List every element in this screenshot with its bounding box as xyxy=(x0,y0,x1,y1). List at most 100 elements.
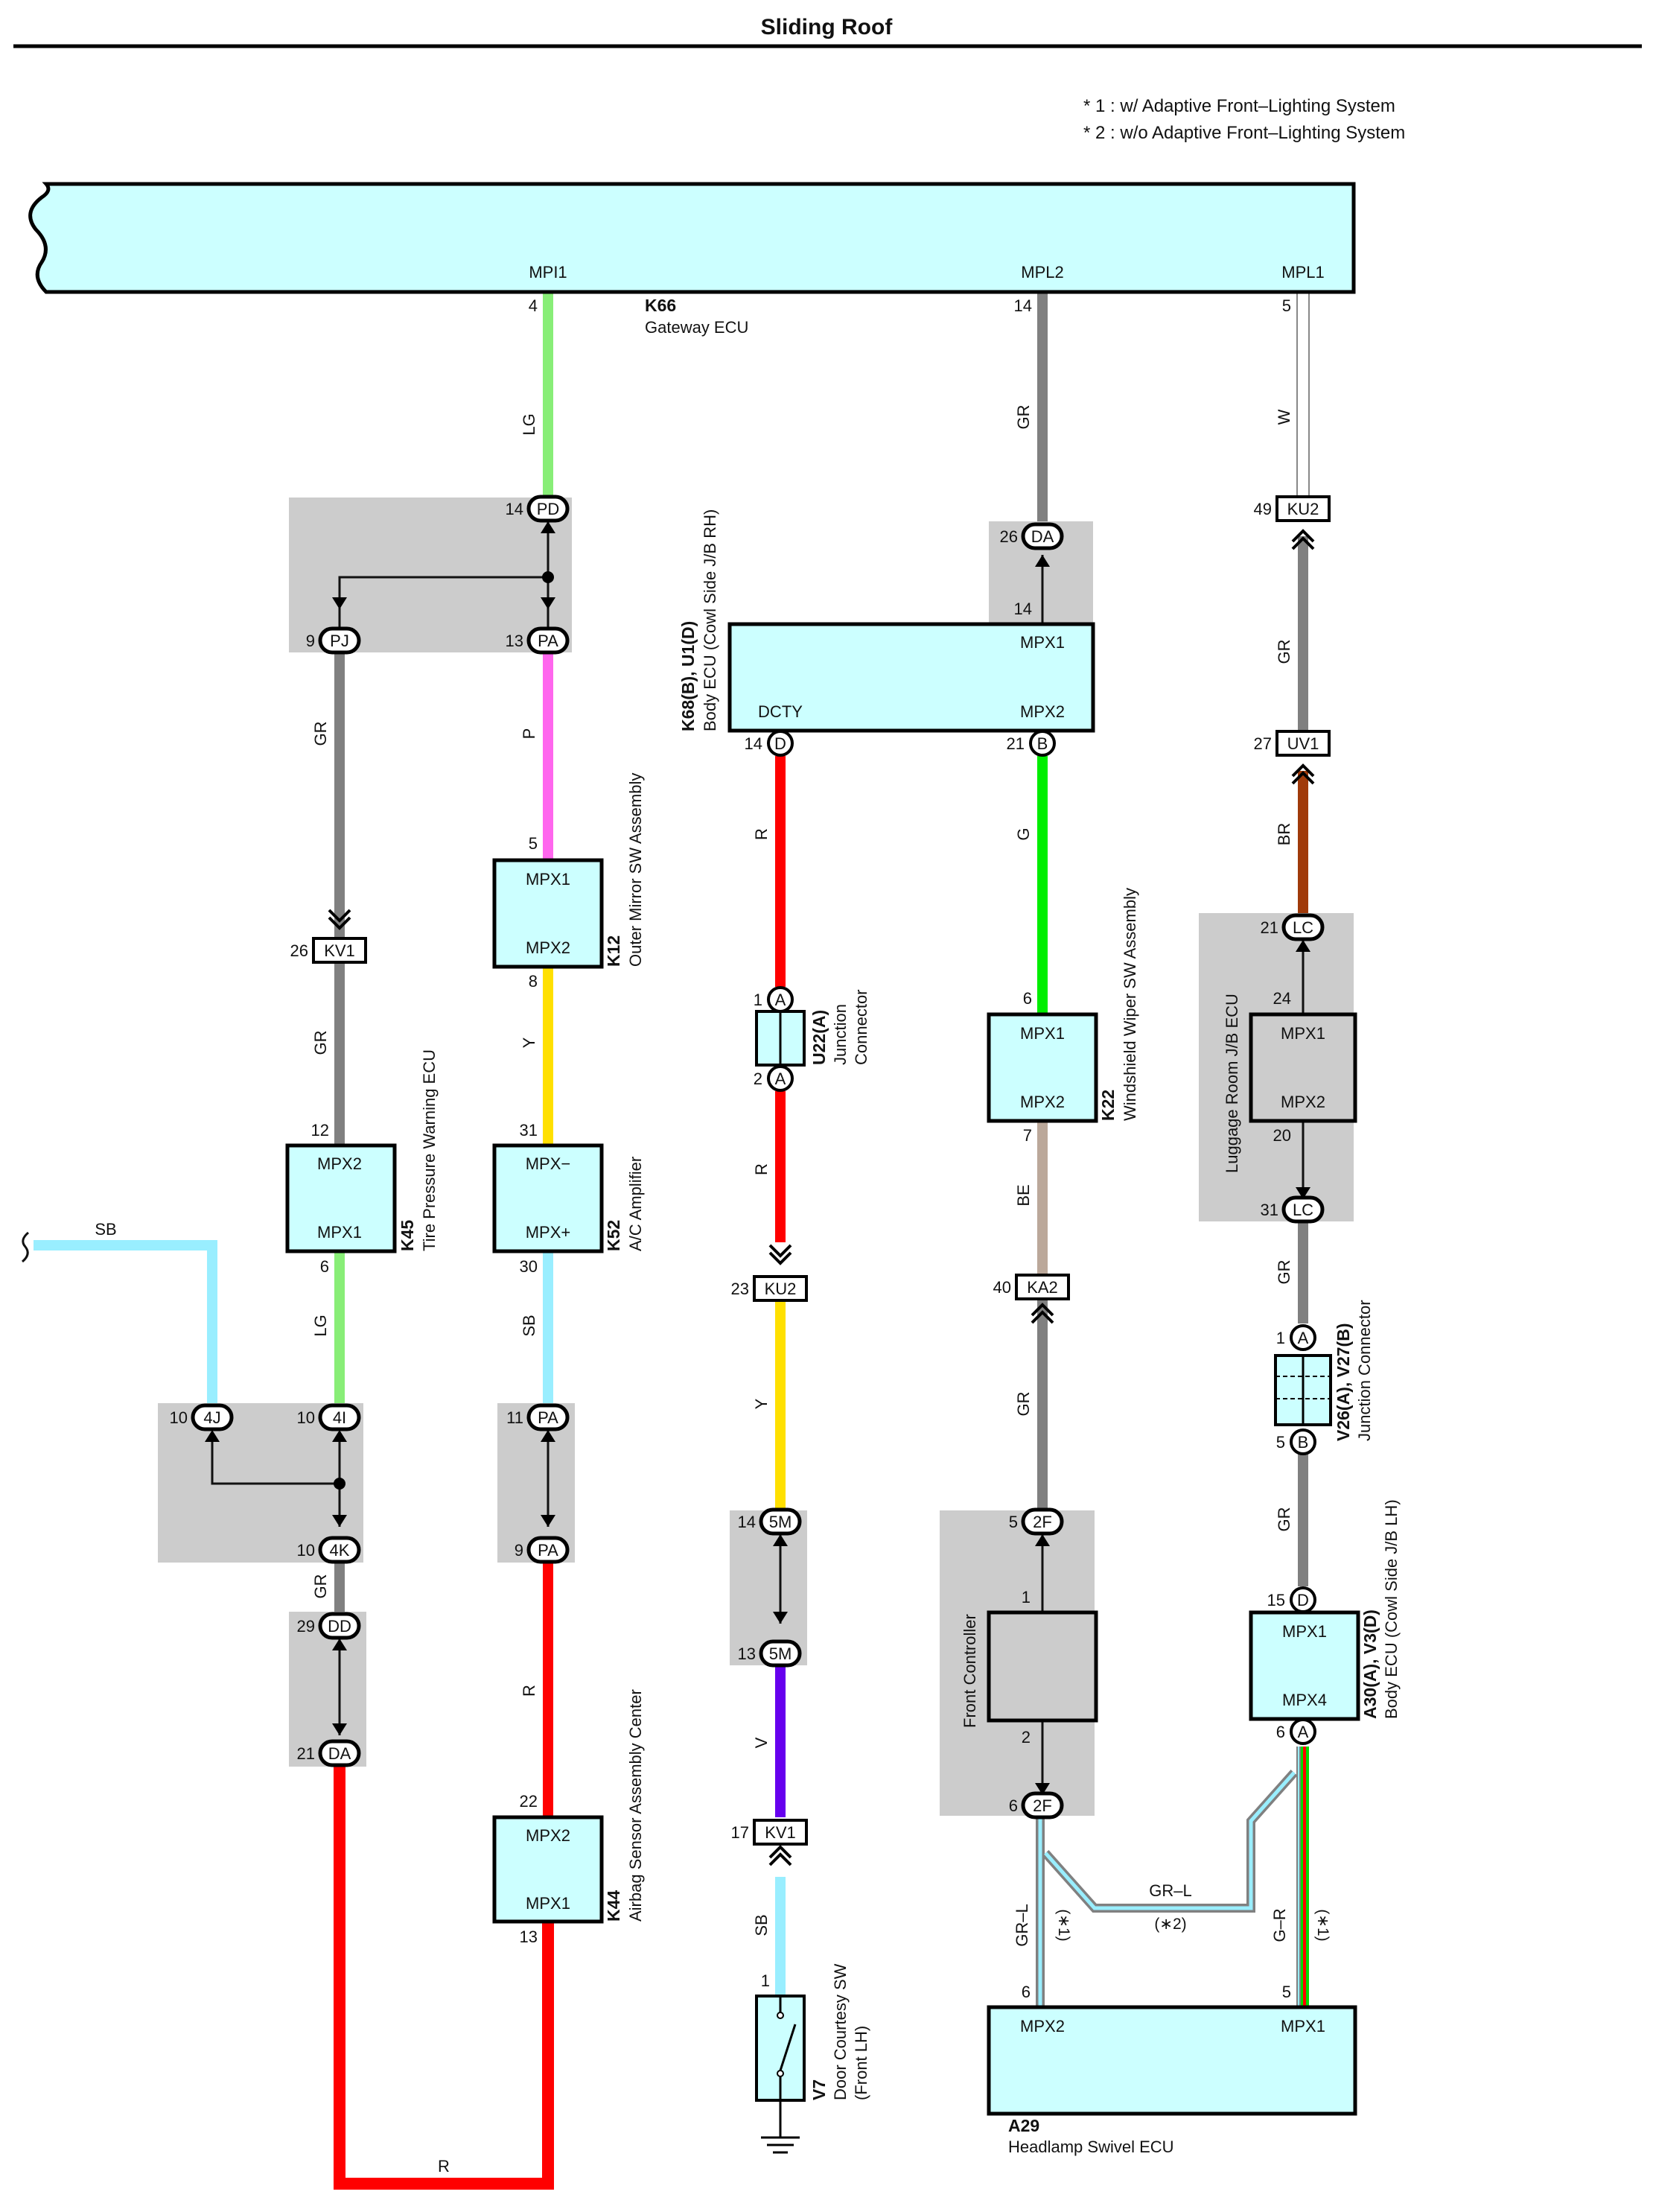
arrow-kv1-m-a xyxy=(768,1845,792,1859)
body-ecu-lh-box xyxy=(1249,1610,1360,1721)
tire-pressure-mpx2: MPX2 xyxy=(317,1154,362,1173)
pin-k44-13: 13 xyxy=(520,1927,538,1946)
splice-dot-4i xyxy=(334,1478,345,1490)
wiper-sw-name: Windshield Wiper SW Assembly xyxy=(1121,888,1139,1121)
connector-pill-pa13 xyxy=(526,626,570,655)
pin-fc-1: 1 xyxy=(1022,1588,1031,1606)
ac-amplifier-mpx-plus: MPX+ xyxy=(526,1223,571,1242)
connector-code-dd: DD xyxy=(328,1617,351,1636)
connector-a6: A6 xyxy=(1276,1718,1316,1745)
arrow-kv1-b xyxy=(328,916,351,930)
wire-label-grr: G–R xyxy=(1270,1908,1289,1942)
wires xyxy=(22,290,1310,2190)
wire-label-gr-4k: GR xyxy=(311,1574,330,1599)
pin-k45-12: 12 xyxy=(311,1121,329,1140)
luggage-ecu-name: Luggage Room J/B ECU xyxy=(1223,994,1241,1173)
front-controller-box xyxy=(987,1610,1098,1723)
jb-block-5m xyxy=(730,1510,807,1665)
arrow-2f6 xyxy=(1035,1783,1050,1795)
ac-amplifier-name: A/C Amplifier xyxy=(626,1157,645,1251)
arrow-kv1-a xyxy=(328,909,351,923)
wire-splice-pd xyxy=(338,576,548,629)
connector-pill-pa11 xyxy=(526,1403,570,1431)
arrow-ka2-b xyxy=(1031,1310,1054,1324)
wire-label-p: P xyxy=(520,728,538,740)
connector-code-lc31: LC xyxy=(1293,1201,1313,1219)
arrow-4j xyxy=(205,1430,220,1442)
arrow-pd-down xyxy=(541,521,555,533)
airbag-sensor-mpx1: MPX1 xyxy=(526,1894,570,1913)
pin-body-14: 14 xyxy=(1014,600,1032,618)
pin-a29-5: 5 xyxy=(1282,1983,1291,2001)
connector-code-d14: D xyxy=(774,734,786,753)
note-1: * 1 : w/ Adaptive Front–Lighting System xyxy=(1083,96,1395,116)
connector-f6: 2F6 xyxy=(1009,1791,1064,1820)
connector-pill-j4j xyxy=(191,1403,234,1431)
connector-pin-ku2_r: 49 xyxy=(1254,500,1272,518)
u22-junction-connector: U22(A) Junction Connector xyxy=(755,989,870,1067)
connector-circle-d14 xyxy=(767,730,794,757)
connector-code-kv1_m: KV1 xyxy=(765,1823,796,1842)
connector-pin-ka2: 40 xyxy=(993,1278,1011,1297)
luggage-ecu-box xyxy=(1249,1012,1357,1123)
outer-mirror-mpx1: MPX1 xyxy=(526,870,570,889)
pin-lug-20: 20 xyxy=(1273,1126,1291,1145)
wire-label-gr-lc: GR xyxy=(1275,1260,1293,1285)
wire-label-gr-pj: GR xyxy=(311,722,330,746)
ac-amplifier-code: K52 xyxy=(604,1220,623,1251)
pin-k22-7: 7 xyxy=(1023,1126,1032,1145)
connector-code-j4j: 4J xyxy=(203,1408,220,1427)
arrow-lc31 xyxy=(1296,1187,1310,1199)
arrow-pa11 xyxy=(541,1430,555,1442)
connector-pin-pa9: 9 xyxy=(515,1541,523,1560)
pin-mpl2-14: 14 xyxy=(1014,296,1032,315)
connector-code-b21: B xyxy=(1037,734,1048,753)
wire-note-1b: (∗1) xyxy=(1314,1909,1331,1941)
connector-box-kv1_l xyxy=(312,937,367,964)
body-ecu-lh: MPX1 MPX4 A30(A), V3(D) Body ECU (Cowl S… xyxy=(1249,1499,1401,1721)
tire-pressure-ecu: MPX2 MPX1 12 6 K45 Tire Pressure Warning… xyxy=(285,1049,439,1276)
connector-circle-d15 xyxy=(1290,1586,1316,1613)
outer-mirror-sw: MPX1 MPX2 5 8 K12 Outer Mirror SW Assemb… xyxy=(492,773,645,991)
connector-box-ku2_r xyxy=(1275,495,1331,522)
wiper-sw-mpx1: MPX1 xyxy=(1020,1024,1065,1043)
pin-k12-8: 8 xyxy=(529,972,538,991)
body-ecu-lh-mpx1: MPX1 xyxy=(1282,1622,1327,1641)
pin-mpl1-5: 5 xyxy=(1282,296,1291,315)
connector-pj: PJ9 xyxy=(306,626,361,655)
connector-box-kv1_m xyxy=(753,1819,808,1846)
headlamp-swivel-box xyxy=(987,2005,1357,2116)
connector-pill-pd xyxy=(526,495,570,523)
connector-pill-m14 xyxy=(759,1507,802,1536)
arrow-pj-up xyxy=(332,597,347,609)
door-switch-blade xyxy=(779,2024,797,2071)
terminal-mpi1: MPI1 xyxy=(529,263,567,282)
arrow-lc21 xyxy=(1296,940,1310,952)
arrow-ku2-r-a xyxy=(1291,529,1315,543)
door-switch-name-2: (Front LH) xyxy=(852,2026,870,2100)
connector-pin-f6: 6 xyxy=(1009,1796,1018,1815)
connector-pill-dd xyxy=(318,1612,361,1640)
connector-pin-b21: 21 xyxy=(1007,734,1025,753)
connector-pin-pd: 14 xyxy=(506,500,523,518)
connector-pin-d15: 15 xyxy=(1267,1591,1285,1609)
connector-pin-da21: 21 xyxy=(297,1744,315,1763)
body-ecu-lh-mpx4: MPX4 xyxy=(1282,1691,1327,1709)
wire-note-2: (∗2) xyxy=(1154,1916,1186,1933)
connector-code-pj: PJ xyxy=(330,632,349,650)
connector-pill-m13 xyxy=(759,1639,802,1668)
arrow-pa9 xyxy=(541,1515,555,1527)
connector-code-f5: 2F xyxy=(1033,1513,1052,1531)
connector-code-ku2_r: KU2 xyxy=(1287,500,1319,518)
outer-mirror-name: Outer Mirror SW Assembly xyxy=(626,773,645,967)
v26-code: V26(A), V27(B) xyxy=(1334,1323,1353,1441)
v26-junction-connector: V26(A), V27(B) Junction Connector xyxy=(1274,1300,1374,1441)
ac-amplifier-mpx-minus: MPX− xyxy=(526,1154,571,1173)
arrow-uv1-b xyxy=(1291,771,1315,785)
door-switch-contact-bottom xyxy=(777,2070,784,2077)
